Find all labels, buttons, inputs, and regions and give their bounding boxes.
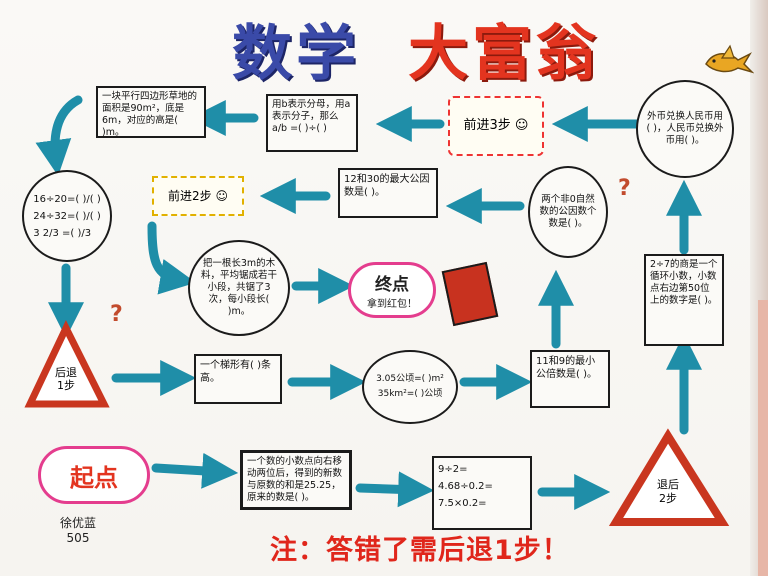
- bird-icon: [705, 44, 754, 74]
- common-factors-text: 两个非0自然数的公因数个数是( )。: [539, 194, 597, 229]
- currency-exchange-text: 外币兑换人民币用( )，人民币兑换外币用( )。: [646, 111, 724, 146]
- cell-forward3[interactable]: 前进3步 ☺: [448, 96, 544, 156]
- question-mark-left: ?: [110, 302, 123, 327]
- smile-icon-2: ☺: [211, 189, 228, 203]
- cell-fraction-notation[interactable]: 用b表示分母，用a表示分子，那么 a/b =( )÷( ): [266, 94, 358, 152]
- cell-division-practice[interactable]: 9÷2= 4.68÷0.2= 7.5×0.2=: [432, 456, 532, 530]
- question-mark-right: ?: [618, 176, 631, 201]
- forward2-label: 前进2步: [168, 189, 212, 203]
- smile-icon: ☺: [510, 118, 529, 133]
- title-part1: 数学: [232, 19, 360, 89]
- signature-name: 徐优蓝: [60, 516, 97, 530]
- forward3-label: 前进3步: [463, 118, 511, 133]
- cell-decimal-point-move[interactable]: 一个数的小数点向右移动两位后，得到的新数与原数的和是25.25，原来的数是( )…: [240, 450, 352, 510]
- cell-trapezoid-heights[interactable]: 一个梯形有( )条高。: [194, 354, 282, 404]
- cell-currency-exchange[interactable]: 外币兑换人民币用( )，人民币兑换外币用( )。: [636, 80, 734, 178]
- cell-parallelogram[interactable]: 一块平行四边形草地的面积是90m²，底是6m，对应的高是( )m。: [96, 86, 206, 138]
- back1-line2: 1步: [57, 379, 75, 392]
- arrow-forward2-down: [147, 221, 196, 295]
- board-edge-pink: [758, 300, 768, 576]
- cell-rope-sawing[interactable]: 把一根长3m的木料，平均锯成若干小段，共锯了3次，每小段长( )m。: [188, 240, 290, 336]
- arrow-left-down-1: [35, 95, 83, 177]
- rule-note: 注：答错了需后退1步！: [270, 535, 570, 566]
- arrow-bottom-2: [355, 471, 435, 508]
- cell-lcm-11-9[interactable]: 11和9的最小公倍数是( )。: [530, 350, 610, 408]
- cell-start[interactable]: 起点: [38, 446, 150, 504]
- signature: 徐优蓝 505: [60, 516, 96, 546]
- cell-fraction-division[interactable]: 16÷20=( )/( ) 24÷32=( )/( ) 3 2/3 =( )/3: [22, 170, 112, 262]
- rope-sawing-text: 把一根长3m的木料，平均锯成若干小段，共锯了3次，每小段长( )m。: [200, 258, 277, 317]
- cell-repeating-decimal[interactable]: 2÷7的商是一个循环小数，小数点右边第50位上的数字是( )。: [644, 254, 724, 346]
- start-label: 起点: [70, 463, 118, 492]
- back1-line1: 后退: [55, 366, 77, 379]
- cell-area-units[interactable]: 3.05公顷=( )m² 35km²=( )公顷: [362, 350, 458, 424]
- fraction-division-text: 16÷20=( )/( ) 24÷32=( )/( ) 3 2/3 =( )/3: [33, 193, 101, 239]
- area-units-text: 3.05公顷=( )m² 35km²=( )公顷: [376, 374, 444, 399]
- triangle-back1: [24, 320, 110, 408]
- back2-line1: 退后: [657, 478, 679, 491]
- cell-forward2[interactable]: 前进2步 ☺: [152, 176, 244, 216]
- cell-end[interactable]: 终点 拿到红包！: [348, 262, 436, 318]
- end-title: 终点: [375, 275, 409, 295]
- back1-label: 后退 1步: [44, 366, 88, 392]
- back2-label: 退后 2步: [646, 478, 690, 506]
- arrow-bottom-1: [151, 452, 239, 489]
- cell-gcd-12-30[interactable]: 12和30的最大公因数是( )。: [338, 168, 438, 218]
- title-part2: 大富翁: [408, 19, 600, 89]
- end-subtitle: 拿到红包！: [367, 299, 417, 310]
- back2-line2: 2步: [659, 492, 677, 505]
- signature-class: 505: [66, 531, 90, 545]
- triangle-back2: [608, 428, 730, 526]
- cell-common-factors[interactable]: 两个非0自然数的公因数个数是( )。: [528, 166, 608, 258]
